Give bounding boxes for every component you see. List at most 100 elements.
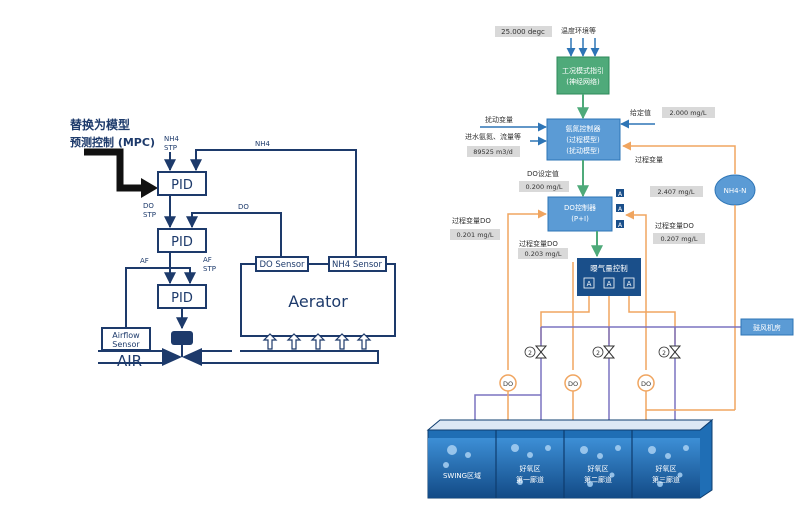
environment-label: 温度环境等 — [561, 26, 596, 35]
pv-do-right-value-box — [653, 233, 705, 244]
aeration-control-label: 曝气量控制 — [590, 263, 628, 273]
do-stp-label-1: DO — [143, 202, 154, 210]
disturbance-label: 扰动变量 — [485, 115, 513, 124]
inflow-value-box — [467, 146, 520, 157]
nh4-value-box — [650, 186, 703, 197]
mpc-label-line1: 替换为模型 — [70, 117, 130, 132]
valve-line-1 — [540, 296, 590, 344]
af-feedback-label: AF — [140, 257, 149, 265]
airflow-sensor-label-2: Sensor — [112, 340, 140, 349]
a-badge-2 — [616, 204, 624, 212]
mpc-label-line2: 预测控制 (MPC) — [70, 135, 155, 149]
do-probe-1-label: DO — [503, 380, 513, 388]
pid-label-af: PID — [171, 291, 193, 306]
temperature-value-box — [495, 26, 552, 37]
bubbles — [443, 444, 689, 487]
pv-do-mid-value: 0.203 mg/L — [525, 250, 562, 258]
inflow-label: 进水氨氮、流量等 — [465, 132, 521, 141]
temperature-value: 25.000 degc — [501, 28, 545, 36]
do-setpoint-label: DO设定值 — [527, 169, 559, 178]
tank-3-label: 第三廊道 — [652, 475, 680, 484]
process-variable-label: 过程变量 — [635, 155, 663, 164]
pv-do-mid-value-box — [518, 248, 568, 259]
do-setpoint-value-box — [519, 181, 569, 192]
ammonia-controller-label-3: (扰动模型) — [566, 146, 600, 155]
valve-line-3 — [628, 296, 676, 344]
blower-room-box — [740, 318, 794, 336]
nh4-feedback-line — [190, 149, 357, 258]
do-feedback-label: DO — [238, 203, 249, 211]
valve-body-left — [162, 348, 182, 366]
do-feedback-left — [507, 209, 547, 370]
af-stp-label-1: AF — [203, 256, 212, 264]
tank-1-label: 第一廊道 — [516, 475, 544, 484]
ammonia-controller-label-2: (过程模型) — [566, 135, 600, 144]
inflow-value: 89525 m3/d — [473, 148, 513, 156]
blower-room-label: 鼓风机房 — [753, 323, 781, 332]
pv-do-right-value: 0.207 mg/L — [661, 235, 698, 243]
a-badge-1 — [616, 189, 624, 197]
aeration-control-box — [577, 258, 641, 296]
work-condition-label-1: 工况模式指引 — [562, 66, 604, 75]
do-controller-label-2: (P+I) — [571, 215, 589, 223]
pv-do-left-value-box — [450, 229, 500, 240]
air-valve-2: 2 — [592, 345, 616, 359]
air-branch-pipes — [474, 327, 676, 420]
mpc-arrow-head — [141, 178, 158, 198]
ammonia-controller-box — [546, 118, 621, 161]
tank-3-zone-label: 好氧区 — [656, 464, 677, 473]
nh4-stp-label-2: STP — [164, 144, 177, 152]
aeration-a-badge-2 — [603, 277, 615, 289]
right-control-diagram: 25.000 degc 温度环境等 工况模式指引 (神经网络) 扰动变量 进水氨… — [426, 26, 794, 499]
aerator-tank — [240, 263, 396, 337]
do-controller-box — [547, 196, 613, 232]
valve-actuator — [171, 331, 193, 345]
airflow-sensor-label-1: Airflow — [112, 331, 140, 340]
aeration-a-badge-1 — [583, 277, 595, 289]
a-badge-3-label: A — [618, 222, 623, 229]
nh4-sensor-box — [328, 256, 387, 272]
pid-label-nh4: PID — [171, 178, 193, 193]
pv-do-left-value: 0.201 mg/L — [457, 231, 494, 239]
do-sensor-box — [255, 256, 309, 272]
do-probe-3-label: DO — [641, 380, 651, 388]
pv-do-right-label: 过程变量DO — [655, 221, 694, 230]
diffuser-arrows — [262, 333, 372, 350]
air-label: AIR — [117, 352, 142, 370]
tank-1-zone-label: 好氧区 — [520, 464, 541, 473]
setpoint-value-box — [662, 107, 715, 118]
nh4-value: 2.407 mg/L — [658, 188, 695, 196]
tank-2-label: 第二廊道 — [584, 475, 612, 484]
af-stp-label-2: STP — [203, 265, 216, 273]
aeration-a-badge-2-label: A — [607, 280, 612, 288]
nh4-n-sensor-label: NH4-N — [724, 187, 747, 195]
work-condition-box — [556, 56, 610, 95]
air-valve-1-label: 2 — [528, 350, 532, 357]
nh4-stp-label-1: NH4 — [164, 135, 180, 143]
pid-box-do — [157, 228, 207, 253]
do-feedback-line — [186, 212, 282, 258]
ammonia-controller-label-1: 氨氮控制器 — [566, 124, 601, 133]
valve-body-right — [182, 348, 202, 366]
air-valve-2-label: 2 — [596, 350, 600, 357]
setpoint-value: 2.000 mg/L — [670, 109, 707, 117]
a-badge-3 — [616, 220, 624, 228]
tank-array: SWING区域 好氧区 第一廊道 好氧区 第二廊道 好氧区 第三廊道 — [426, 418, 714, 499]
pid-box-nh4 — [157, 171, 207, 196]
pv-do-left-label: 过程变量DO — [452, 216, 491, 225]
nh4-sensor-label: NH4 Sensor — [332, 260, 383, 270]
nh4-feedback-arrow — [622, 141, 736, 174]
a-badge-2-label: A — [618, 206, 623, 213]
do-feedback-right — [625, 210, 647, 370]
tank-2-zone-label: 好氧区 — [588, 464, 609, 473]
aeration-a-badge-3-label: A — [627, 280, 632, 288]
work-condition-label-2: (神经网络) — [566, 77, 600, 86]
do-controller-label-1: DO控制器 — [564, 203, 596, 212]
left-control-diagram: 替换为模型 预测控制 (MPC) NH4 STP PID NH4 DO STP … — [70, 117, 396, 370]
aeration-a-badge-3 — [623, 277, 635, 289]
do-sensor-label: DO Sensor — [259, 260, 305, 270]
tank-swing-label: SWING区域 — [443, 471, 481, 480]
aeration-a-badge-1-label: A — [587, 280, 592, 288]
air-valve-3-label: 2 — [662, 350, 666, 357]
